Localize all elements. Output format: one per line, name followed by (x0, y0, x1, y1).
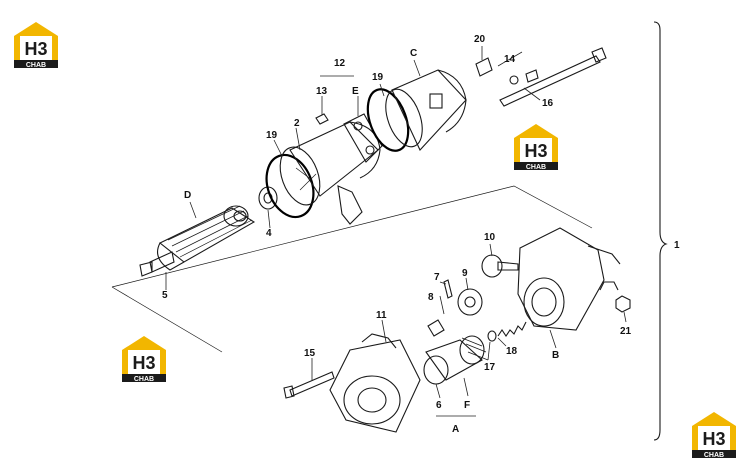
logo-mark: H3 (24, 39, 47, 59)
logo-mark: H3 (132, 353, 155, 373)
gear-9 (457, 288, 483, 316)
brush-holder (343, 113, 383, 163)
gear-housing (517, 227, 621, 331)
overrunning-clutch (423, 335, 489, 385)
callout-12: 12 (334, 58, 346, 69)
bolt-15 (283, 371, 335, 399)
callout-21: 21 (620, 326, 632, 337)
logo-mark: H3 (524, 141, 547, 161)
washers-14 (509, 69, 539, 85)
callout-13: 13 (316, 86, 328, 97)
armature (139, 205, 256, 277)
callout-17: 17 (484, 362, 496, 373)
house-logo-icon: H3 CHAB (122, 336, 166, 383)
callout-7: 7 (434, 272, 440, 283)
pin-7 (443, 279, 453, 299)
callout-10: 10 (484, 232, 496, 243)
spring-18 (497, 321, 527, 337)
brand-logo-top-left: H3 CHAB (14, 22, 58, 69)
o-ring-left (265, 153, 315, 219)
logo-caption: CHAB (134, 376, 154, 383)
callout-A: A (452, 424, 459, 435)
callout-B: B (552, 350, 559, 361)
callout-C: C (410, 48, 417, 59)
brand-logo-bottom-left: H3 CHAB (122, 336, 166, 383)
through-bolt-16 (499, 47, 607, 107)
callout-8: 8 (428, 292, 434, 303)
o-ring-right (366, 88, 410, 152)
group-frame (111, 185, 593, 353)
ring-17 (487, 330, 497, 342)
gear-8 (427, 319, 445, 337)
callout-14: 14 (504, 54, 516, 65)
callout-F: F (464, 400, 470, 411)
screw-13 (315, 108, 329, 125)
brand-logo-mid-right: H3 CHAB (514, 124, 558, 171)
callout-4: 4 (266, 228, 272, 239)
callout-19-left: 19 (266, 130, 278, 141)
callout-15: 15 (304, 348, 316, 359)
callout-1: 1 (674, 240, 680, 251)
logo-caption: CHAB (526, 164, 546, 171)
drive-housing (329, 333, 421, 433)
callout-9: 9 (462, 268, 468, 279)
logo-caption: CHAB (26, 62, 46, 69)
assembly-bracket-icon (653, 21, 668, 441)
field-housing (279, 121, 381, 225)
callout-E: E (352, 86, 359, 97)
callout-5: 5 (162, 290, 168, 301)
logo-caption: CHAB (704, 452, 724, 459)
gear-10 (481, 254, 519, 278)
house-logo-icon: H3 CHAB (14, 22, 58, 69)
brand-logo-bottom-right: H3 CHAB (692, 412, 736, 459)
callout-18: 18 (506, 346, 518, 357)
callout-6: 6 (436, 400, 442, 411)
house-logo-icon: H3 CHAB (692, 412, 736, 459)
leader-lines (165, 46, 627, 417)
callout-20: 20 (474, 34, 486, 45)
callout-D: D (184, 190, 191, 201)
callout-16: 16 (542, 98, 554, 109)
callout-19-right: 19 (372, 72, 384, 83)
end-cover (385, 69, 467, 151)
callout-labels: 1 2 4 5 6 7 8 9 10 11 12 13 14 15 16 17 … (162, 34, 680, 435)
callout-11: 11 (376, 310, 387, 321)
nut-21 (599, 281, 631, 313)
screw-20 (475, 57, 493, 77)
logo-mark: H3 (702, 429, 725, 449)
house-logo-icon: H3 CHAB (514, 124, 558, 171)
callout-2: 2 (294, 118, 300, 129)
